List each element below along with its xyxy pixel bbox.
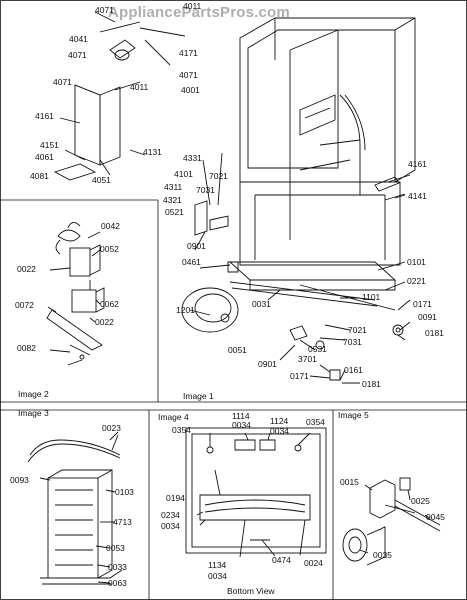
part-label: 7021 xyxy=(348,325,367,335)
part-label: 0181 xyxy=(362,379,381,389)
part-label: 0045 xyxy=(426,512,445,522)
part-label: 7021 xyxy=(209,171,228,181)
part-label: 0082 xyxy=(17,343,36,353)
part-label: 4011 xyxy=(130,82,149,92)
part-label: 0024 xyxy=(304,558,323,568)
part-label: 1124 xyxy=(270,416,289,426)
part-label: 4001 xyxy=(181,85,200,95)
panel-title-image2: Image 2 xyxy=(18,389,49,399)
part-label: 0015 xyxy=(340,477,359,487)
part-label: 4161 xyxy=(35,111,54,121)
part-label: 0901 xyxy=(187,241,206,251)
part-label: 4141 xyxy=(408,191,427,201)
watermark: AppliancePartsPros.com xyxy=(108,4,290,21)
part-label: 4713 xyxy=(113,517,132,527)
damper-drawing xyxy=(342,477,441,566)
part-label: 0171 xyxy=(413,299,432,309)
part-label: 0062 xyxy=(100,299,119,309)
part-label: 3701 xyxy=(298,354,317,364)
part-label: 0034 xyxy=(270,426,289,436)
part-label: 4101 xyxy=(174,169,193,179)
part-label: 0521 xyxy=(165,207,184,217)
part-label: 0022 xyxy=(95,317,114,327)
evaporator-drawing xyxy=(27,431,123,585)
part-label: 4071 xyxy=(68,50,87,60)
part-label: 4081 xyxy=(30,171,49,181)
part-label: 4171 xyxy=(179,48,198,58)
part-label: 1114 xyxy=(232,411,250,421)
part-label: 0051 xyxy=(228,345,247,355)
part-label: 0053 xyxy=(106,543,125,553)
part-label: 4051 xyxy=(92,175,111,185)
part-label: 4321 xyxy=(163,195,182,205)
part-label: 1201 xyxy=(176,305,195,315)
part-label: 0022 xyxy=(17,264,36,274)
part-label: 0221 xyxy=(407,276,426,286)
part-label: 0052 xyxy=(100,244,119,254)
part-label: 0103 xyxy=(115,487,134,497)
part-label: 0354 xyxy=(172,425,191,435)
panel-title-image3: Image 3 xyxy=(18,408,49,418)
panel-title-image5: Image 5 xyxy=(338,410,369,420)
part-label: 4151 xyxy=(40,140,59,150)
panel-title-image1: Image 1 xyxy=(183,391,214,401)
part-label: 0023 xyxy=(102,423,121,433)
part-label: 0093 xyxy=(10,475,29,485)
part-label: 0181 xyxy=(425,328,444,338)
part-label: 0034 xyxy=(208,571,227,581)
part-label: 0063 xyxy=(108,578,127,588)
bottom-view-drawing xyxy=(185,427,327,558)
part-label: 0042 xyxy=(101,221,120,231)
part-label: 7031 xyxy=(196,185,215,195)
cabinet-drawing xyxy=(181,17,416,384)
part-label: 0354 xyxy=(306,417,325,427)
part-label: 4041 xyxy=(69,34,88,44)
part-label: 0461 xyxy=(182,257,201,267)
part-label: 4061 xyxy=(35,152,54,162)
part-label: 0031 xyxy=(252,299,271,309)
part-label: 1101 xyxy=(362,292,381,302)
part-label: 1134 xyxy=(208,560,227,570)
top-left-parts-drawing xyxy=(53,11,186,181)
part-label: 0025 xyxy=(411,496,430,506)
part-label: 4071 xyxy=(53,77,72,87)
part-label: 0033 xyxy=(108,562,127,572)
fan-assembly-drawing xyxy=(46,222,105,366)
part-label: 0161 xyxy=(344,365,363,375)
part-label: 7031 xyxy=(343,337,362,347)
part-label: 0901 xyxy=(258,359,277,369)
part-label: 4131 xyxy=(143,147,162,157)
part-label: 4331 xyxy=(183,153,202,163)
part-label: 4071 xyxy=(95,5,114,15)
part-label: 0234 xyxy=(161,510,180,520)
part-label: 0171 xyxy=(290,371,309,381)
part-label: 0101 xyxy=(407,257,426,267)
part-label: 4071 xyxy=(179,70,198,80)
part-label: 4311 xyxy=(164,182,183,192)
panel-title-image4: Image 4 xyxy=(158,412,189,422)
part-label: 0194 xyxy=(166,493,185,503)
part-label: 4011 xyxy=(183,1,202,11)
part-label: 0034 xyxy=(232,420,251,430)
part-label: 0531 xyxy=(308,344,327,354)
bottom-view-caption: Bottom View xyxy=(227,586,275,596)
part-label: 0034 xyxy=(161,521,180,531)
part-label: 0035 xyxy=(373,550,392,560)
part-label: 0072 xyxy=(15,300,34,310)
part-label: 4161 xyxy=(408,159,427,169)
part-label: 0474 xyxy=(272,555,291,565)
part-label: 0091 xyxy=(418,312,437,322)
